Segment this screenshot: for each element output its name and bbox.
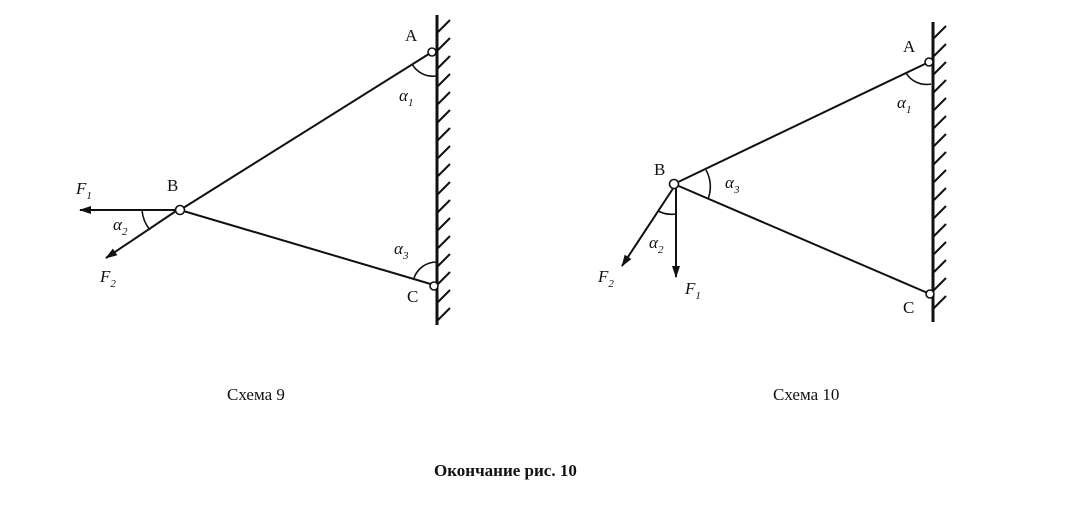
wall-hatch-mark [437,55,451,69]
angle-arc-a3-9 [413,261,437,279]
scheme-10: A B C α1 α2 α3 F1 F2 Схема 10 [597,22,947,404]
wall-hatch-mark [437,307,451,321]
wall-hatch-mark [437,235,451,249]
angle-a3-label-9: α3 [394,239,409,262]
scheme-9: A B C α1 α2 α3 F1 F2 Схема 9 [75,15,451,404]
joint-c-10 [925,289,935,299]
force-f1-label-9: F1 [75,179,92,202]
angle-a2-label-10: α2 [649,233,664,256]
angle-arc-a3-10 [705,169,712,200]
wall-hatch-mark [933,25,947,39]
point-a-label-9: A [405,26,418,45]
joint-c-9 [429,281,439,291]
bar-bc-9 [179,209,435,286]
joint-a-9 [427,47,437,57]
wall-hatch-mark [437,19,451,33]
joint-b-9 [174,204,186,216]
angle-arc-a1-10 [905,72,932,86]
wall-hatch-mark [933,79,947,93]
scheme-9-caption: Схема 9 [227,385,285,404]
wall-hatch-mark [437,37,451,51]
wall-hatch-mark [933,205,947,219]
angle-a1-label-10: α1 [897,93,911,116]
angle-a2-label-9: α2 [113,215,128,238]
wall-hatch-mark [437,181,451,195]
wall-hatch-mark [437,145,451,159]
point-b-label-9: B [167,176,178,195]
wall-hatch-mark [933,97,947,111]
wall-hatch-mark [933,43,947,57]
wall-hatch-mark [437,109,451,123]
wall-hatch-mark [437,91,451,105]
wall-hatch-mark [437,253,451,267]
wall-hatch-mark [933,277,947,291]
wall-hatch-mark [933,241,947,255]
joint-b-10 [668,178,680,190]
wall-hatch-mark [437,271,451,285]
wall-hatching-9 [437,19,451,321]
wall-hatching-10 [933,25,947,309]
point-c-label-9: C [407,287,418,306]
wall-hatch-mark [933,223,947,237]
bar-ab-10 [673,61,930,185]
wall-hatch-mark [437,73,451,87]
wall-hatch-mark [437,217,451,231]
wall-hatch-mark [933,259,947,273]
force-f1-label-10: F1 [684,279,701,302]
wall-hatch-mark [933,61,947,75]
angle-arc-a2-9 [141,209,151,231]
wall-hatch-mark [933,115,947,129]
joint-a-10 [924,57,934,67]
angle-a3-label-10: α3 [725,173,740,196]
wall-hatch-mark [933,133,947,147]
wall-hatch-mark [437,289,451,303]
figure-caption: Окончание рис. 10 [434,461,577,480]
wall-hatch-mark [437,163,451,177]
wall-hatch-mark [437,127,451,141]
wall-hatch-mark [437,199,451,213]
point-a-label-10: A [903,37,916,56]
force-f2-label-10: F2 [597,267,614,290]
scheme-10-caption: Схема 10 [773,385,839,404]
point-b-label-10: B [654,160,665,179]
wall-hatch-mark [933,295,947,309]
force-f2-10 [621,186,675,267]
wall-hatch-mark [933,151,947,165]
bar-bc-10 [673,183,931,295]
angle-arc-a2-10 [657,210,677,216]
force-f2-label-9: F2 [99,267,116,290]
angle-arc-a1-9 [411,63,437,77]
point-c-label-10: C [903,298,914,317]
wall-hatch-mark [933,187,947,201]
force-f2-9 [105,210,177,259]
angle-a1-label-9: α1 [399,86,413,109]
wall-hatch-mark [933,169,947,183]
bar-ab-9 [179,51,433,211]
